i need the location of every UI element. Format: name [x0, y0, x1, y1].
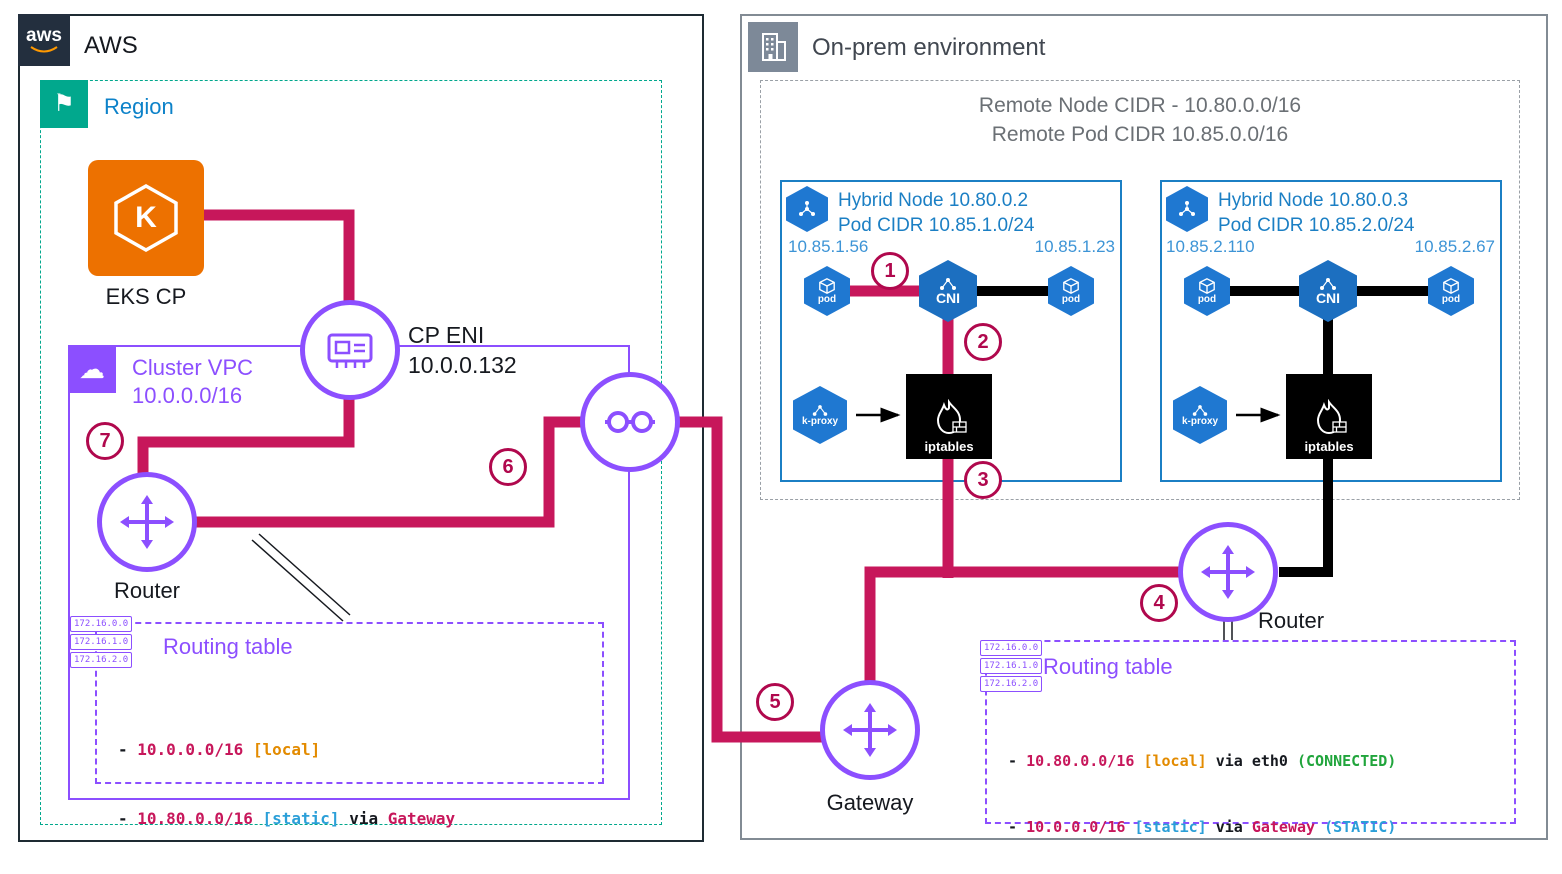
gateway-node [820, 680, 920, 780]
remote-node-cidr-title: Remote Node CIDR - 10.80.0.0/16 [978, 94, 1302, 117]
hybrid-node-1-title-line2: Pod CIDR 10.85.1.0/24 [838, 215, 1035, 236]
aws-logo-icon: aws [18, 14, 70, 66]
hybrid-node-1-title-line1: Hybrid Node 10.80.0.2 [838, 190, 1029, 211]
onprem-routing-table-mini-icons: 172.16.0.0 172.16.1.0 172.16.2.0 [980, 640, 1043, 692]
iptables-box: iptables [906, 374, 992, 459]
iptables-label: iptables [1304, 439, 1354, 454]
routing-entry: - 10.0.0.0/16 [static] via Gateway (STAT… [1008, 818, 1397, 836]
pod-label: pod [1441, 294, 1461, 305]
pod-label: pod [817, 294, 837, 305]
aws-router-label: Router [113, 578, 181, 603]
hybrid-node-2-title: Hybrid Node 10.80.0.3 Pod CIDR 10.85.2.0… [1218, 188, 1414, 238]
kproxy-label: k-proxy [801, 415, 839, 427]
hybrid-node-1-title: Hybrid Node 10.80.0.2 Pod CIDR 10.85.1.0… [838, 188, 1034, 238]
cni-icon: CNI [919, 260, 977, 322]
routing-entry: - 10.0.0.0/16 [local] [118, 740, 321, 759]
mini-route-entry: 172.16.1.0 [70, 634, 133, 650]
cp-eni-node [300, 300, 400, 400]
step-badge-1: 1 [871, 252, 909, 290]
hybrid-node-2-icon [1166, 186, 1208, 232]
aws-routing-table-rows: - 10.0.0.0/16 [local] - 10.80.0.0/16 [st… [118, 692, 455, 874]
gateway-label: Gateway [826, 790, 914, 815]
onprem-routing-table-rows: - 10.80.0.0/16 [local] via eth0 (CONNECT… [1008, 706, 1396, 874]
mini-route-entry: 172.16.2.0 [70, 652, 133, 668]
mini-route-entry: 172.16.2.0 [980, 676, 1043, 692]
onprem-routing-table-title: Routing table [1043, 654, 1173, 679]
aws-router-node [97, 472, 197, 572]
vpc-icon: ☁ [68, 345, 116, 393]
routing-entry: - 10.80.0.0/16 [local] via eth0 (CONNECT… [1008, 752, 1397, 770]
kproxy-label: k-proxy [1181, 415, 1219, 427]
hybrid-node-2-title-line1: Hybrid Node 10.80.0.3 [1218, 190, 1409, 211]
eni-icon [327, 333, 373, 368]
onprem-title: On-prem environment [812, 34, 1046, 61]
eks-cp-icon: K [88, 160, 204, 276]
firewall-flame-icon [1316, 399, 1347, 435]
hybrid-node-2-title-line2: Pod CIDR 10.85.2.0/24 [1218, 215, 1415, 236]
pod-ip-right-node1: 10.85.1.23 [1034, 237, 1115, 256]
vpc-cidr: 10.0.0.0/16 [132, 383, 243, 408]
step-badge-7: 7 [86, 422, 124, 460]
eks-cp-label: EKS CP [105, 284, 187, 309]
pod-ip-left-node1: 10.85.1.56 [788, 237, 869, 256]
pod-ip-right-node2: 10.85.2.67 [1414, 237, 1495, 256]
remote-pod-cidr-title: Remote Pod CIDR 10.85.0.0/16 [991, 123, 1289, 146]
aws-smile-icon [30, 45, 58, 52]
vpc-label: Cluster VPC 10.0.0.0/16 [132, 354, 253, 410]
mini-route-entry: 172.16.0.0 [980, 640, 1043, 656]
aws-routing-table-title: Routing table [163, 634, 293, 659]
step-badge-2: 2 [964, 323, 1002, 361]
eks-hexagon-icon [114, 183, 178, 253]
pod-icon: pod [804, 266, 850, 316]
remote-cidr-box [760, 80, 1520, 500]
firewall-flame-icon [936, 399, 967, 435]
step-badge-6: 6 [489, 448, 527, 486]
cp-eni-ip: 10.0.0.132 [408, 352, 517, 378]
aws-routing-table [95, 622, 604, 784]
routing-entry: - 10.80.0.0/16 [static] via Gateway [118, 809, 456, 828]
peering-node [580, 372, 680, 472]
peering-icon [605, 411, 655, 433]
step-badge-5: 5 [756, 683, 794, 721]
region-icon: ⚑ [40, 80, 88, 128]
step-badge-3: 3 [964, 461, 1002, 499]
region-label: Region [104, 94, 174, 119]
cni-label: CNI [935, 290, 961, 306]
pod-label: pod [1061, 294, 1081, 305]
vpc-name: Cluster VPC [132, 355, 254, 380]
pod-ip-left-node2: 10.85.2.110 [1166, 237, 1255, 256]
iptables-label: iptables [924, 439, 974, 454]
gateway-icon [843, 703, 897, 757]
pod-label: pod [1197, 294, 1217, 305]
mini-route-entry: 172.16.1.0 [980, 658, 1043, 674]
aws-routing-table-mini-icons: 172.16.0.0 172.16.1.0 172.16.2.0 [70, 616, 133, 668]
router-icon [120, 495, 174, 549]
mini-route-entry: 172.16.0.0 [70, 616, 133, 632]
onprem-router-label: Router [1258, 608, 1325, 633]
step-badge-4: 4 [1140, 584, 1178, 622]
aws-logo-text: aws [26, 24, 62, 46]
eks-letter: K [135, 201, 157, 234]
cp-eni-label: CP ENI [408, 322, 485, 348]
router-icon [1201, 545, 1255, 599]
iptables-box: iptables [1286, 374, 1372, 459]
cni-label: CNI [1315, 290, 1341, 306]
building-icon [748, 22, 798, 72]
hybrid-node-1-icon [786, 186, 828, 232]
onprem-router-node [1178, 522, 1278, 622]
aws-title: AWS [84, 32, 138, 59]
